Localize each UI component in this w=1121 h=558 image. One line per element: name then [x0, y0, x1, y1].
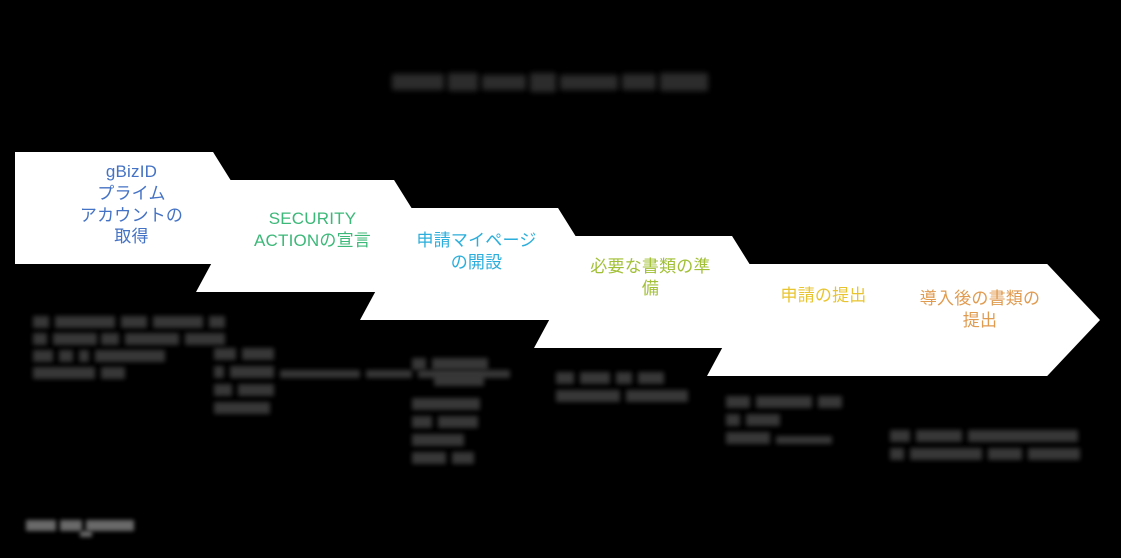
process-step-3-body-redacted: [412, 358, 524, 486]
process-step-6-body-redacted: [890, 430, 1086, 474]
process-step-1-label: gBizID プライム アカウントの 取得: [79, 162, 184, 247]
process-step-3[interactable]: 申請マイページ の開設: [360, 208, 593, 320]
process-step-3-label: 申請マイページ の開設: [416, 231, 537, 272]
process-step-5-body-redacted: [726, 396, 856, 462]
slide-title-redacted: [392, 70, 712, 96]
process-step-4-body-redacted: [556, 372, 706, 414]
process-step-2-body-redacted: [214, 348, 524, 414]
slide-footer-redacted: [26, 520, 140, 537]
process-step-4-label: 必要な書類の準 備: [590, 257, 711, 298]
process-step-2-label: SECURITY ACTIONの宣言: [253, 209, 372, 250]
process-step-1[interactable]: gBizID プライム アカウントの 取得: [15, 152, 248, 264]
process-step-1-body-redacted: [33, 316, 233, 386]
process-step-6[interactable]: 導入後の書類の 提出: [860, 264, 1100, 376]
process-step-6-label: 導入後の書類の 提出: [919, 289, 1041, 330]
process-step-5-label: 申請の提出: [780, 286, 867, 305]
